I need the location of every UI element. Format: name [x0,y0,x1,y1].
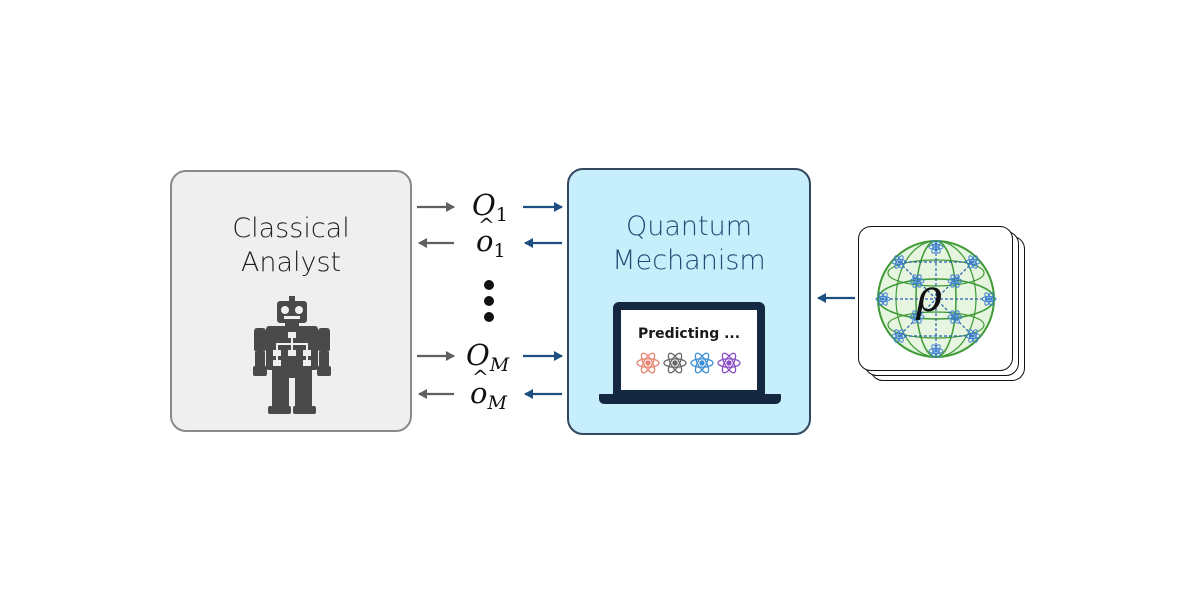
classical-analyst-box: Classical Analyst [170,170,412,432]
query-om-sub: M [489,354,510,376]
laptop-icon: Predicting ... [613,302,765,398]
query-o1-sub: 1 [495,204,508,226]
analyst-title: Classical Analyst [172,212,410,280]
mechanism-title: Quantum Mechanism [569,210,809,278]
estimate-om-label: oM [470,362,507,418]
analyst-title-line2: Analyst [240,247,342,278]
analyst-title-line1: Classical [232,213,350,244]
quantum-state-stack: ρ [858,226,1028,381]
predicting-label: Predicting ... [637,326,741,342]
bloch-sphere-icon: ρ [875,239,997,359]
state-rho-symbol: ρ [915,271,942,322]
estimate-o1-sub: 1 [493,240,506,262]
state-card-front: ρ [858,226,1013,371]
mechanism-title-line2: Mechanism [612,245,766,276]
estimate-om-symbol: o [470,362,489,408]
ellipsis-icon [484,280,494,322]
estimate-o1-label: o1 [476,210,506,266]
robot-icon [253,296,331,414]
quantum-mechanism-box: Quantum Mechanism Predicting ... [567,168,811,435]
laptop-base [599,394,781,404]
mechanism-title-line1: Quantum [625,211,753,242]
estimate-o1-symbol: o [476,210,495,256]
estimate-om-sub: M [487,392,507,414]
